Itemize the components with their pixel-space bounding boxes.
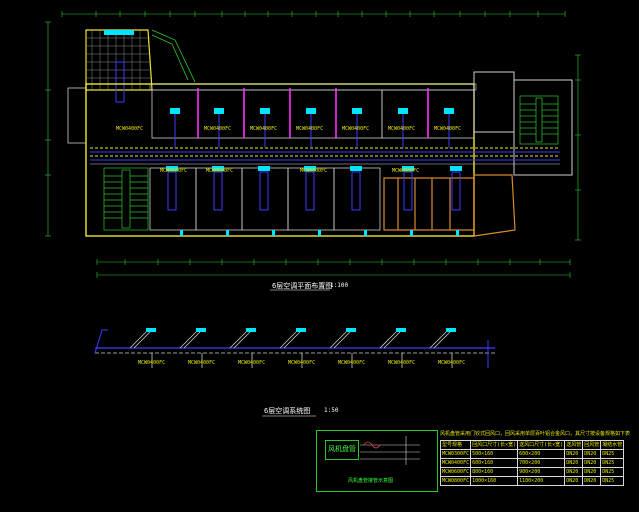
spec-header: 凝结水管 (600, 440, 625, 450)
spec-table-title: 风机盘管采用门铰式回风口，回风采用单层百叶铝合金风口，其尺寸按设备规格如下表 (440, 431, 631, 437)
fcu-units-top (170, 108, 454, 114)
table-row: MCW0300FC 500×160 600×200 DN20 DN20 DN25 (439, 449, 625, 459)
plan-title: 6层空调平面布置图 (272, 282, 333, 290)
legend-caption: 风机盘管接管示意图 (348, 478, 394, 484)
fcu-tag-5: MCW0400FC (342, 126, 370, 132)
stair-right (519, 95, 559, 145)
fcu-risers-top (174, 114, 450, 148)
spec-cell: 1000×160 (470, 476, 519, 486)
spec-header: 回风管 (582, 440, 602, 450)
corridor-pipes (90, 147, 560, 165)
spec-cell: MCW0300FC (439, 449, 472, 459)
top-dimension-line (61, 11, 566, 17)
spec-cell: 1100×200 (517, 476, 566, 486)
spec-cell: DN20 (582, 467, 602, 477)
bottom-dimension-line (96, 259, 571, 278)
sys-tag-5: MCW0400FC (338, 360, 366, 366)
fcu-tag-8: MCW0600FC (160, 168, 188, 174)
brown-partitions (383, 177, 475, 231)
fcu-tag-3: MCW0400FC (250, 126, 278, 132)
plan-scale: 1:100 (330, 282, 349, 289)
fcu-tag-2: MCW0400FC (204, 126, 232, 132)
bottom-cyan-strip (180, 230, 459, 236)
fcu-units-bottom-cyan (166, 166, 462, 171)
spec-table-header-row: 型号规格 回风口尺寸(长×宽) 送风口尺寸(长×宽) 送风管 回风管 凝结水管 (439, 440, 625, 450)
spec-cell: DN20 (564, 476, 584, 486)
spec-cell: DN20 (582, 476, 602, 486)
riser-pipes (197, 88, 429, 138)
spec-cell: DN20 (564, 467, 584, 477)
sys-tag-7: MCW0400FC (438, 360, 466, 366)
legend-fcu-label: 风机盘管 (328, 445, 356, 453)
table-row: MCW0600FC 800×160 900×200 DN20 DN20 DN25 (439, 467, 625, 477)
fcu-tag-1: MCW0400FC (116, 126, 144, 132)
spec-cell: DN20 (582, 458, 602, 468)
fcu-tag-9: MCW0600FC (206, 168, 234, 174)
spec-cell: DN25 (600, 458, 625, 468)
fcu-tag-6: MCW0400FC (388, 126, 416, 132)
system-diagram-pipes (94, 328, 495, 368)
spec-header: 型号规格 (439, 440, 472, 450)
system-title: 6层空调系统图 (264, 407, 311, 415)
spec-cell: 800×160 (470, 467, 519, 477)
spec-cell: MCW0600FC (439, 467, 472, 477)
spec-cell: DN25 (600, 449, 625, 459)
sys-tag-3: MCW0400FC (238, 360, 266, 366)
spec-cell: 600×200 (517, 449, 566, 459)
spec-cell: 500×160 (470, 449, 519, 459)
spec-header: 回风口尺寸(长×宽) (470, 440, 519, 450)
system-scale: 1:50 (324, 407, 339, 414)
fcu-units-bottom (167, 171, 461, 211)
title-underlines (262, 289, 330, 417)
sys-tag-4: MCW0400FC (288, 360, 316, 366)
spec-cell: DN20 (582, 449, 602, 459)
stair-left (103, 167, 149, 231)
fcu-tag-4: MCW0400FC (296, 126, 324, 132)
spec-cell: 900×200 (517, 467, 566, 477)
table-row: MCW0800FC 1000×160 1100×200 DN20 DN20 DN… (439, 476, 625, 486)
table-row: MCW0400FC 600×160 700×200 DN20 DN20 DN25 (439, 458, 625, 468)
spec-cell: DN25 (600, 467, 625, 477)
sys-tag-6: MCW0400FC (388, 360, 416, 366)
legend-frame (316, 430, 438, 492)
left-dimension-line (45, 21, 51, 237)
spec-cell: MCW0800FC (439, 476, 472, 486)
spec-cell: DN20 (564, 449, 584, 459)
sys-tag-1: MCW0400FC (138, 360, 166, 366)
fcu-tag-10: MCW0600FC (300, 168, 328, 174)
sys-tag-2: MCW0400FC (188, 360, 216, 366)
spec-table: 型号规格 回风口尺寸(长×宽) 送风口尺寸(长×宽) 送风管 回风管 凝结水管 … (439, 440, 625, 486)
legend-pipes (360, 436, 420, 465)
spec-header: 送风口尺寸(长×宽) (517, 440, 566, 450)
legend-valve-symbol (363, 441, 381, 449)
legend-fcu-box (325, 440, 359, 460)
spec-header: 送风管 (564, 440, 584, 450)
spec-cell: 700×200 (517, 458, 566, 468)
fcu-tag-7: MCW0400FC (434, 126, 462, 132)
fcu-tag-11: MCW0600FC (392, 168, 420, 174)
spec-cell: 600×160 (470, 458, 519, 468)
spec-cell: DN25 (600, 476, 625, 486)
right-dimension-line (575, 54, 581, 241)
spec-cell: MCW0400FC (439, 458, 472, 468)
balcony-wedge (151, 29, 196, 83)
spec-cell: DN20 (564, 458, 584, 468)
